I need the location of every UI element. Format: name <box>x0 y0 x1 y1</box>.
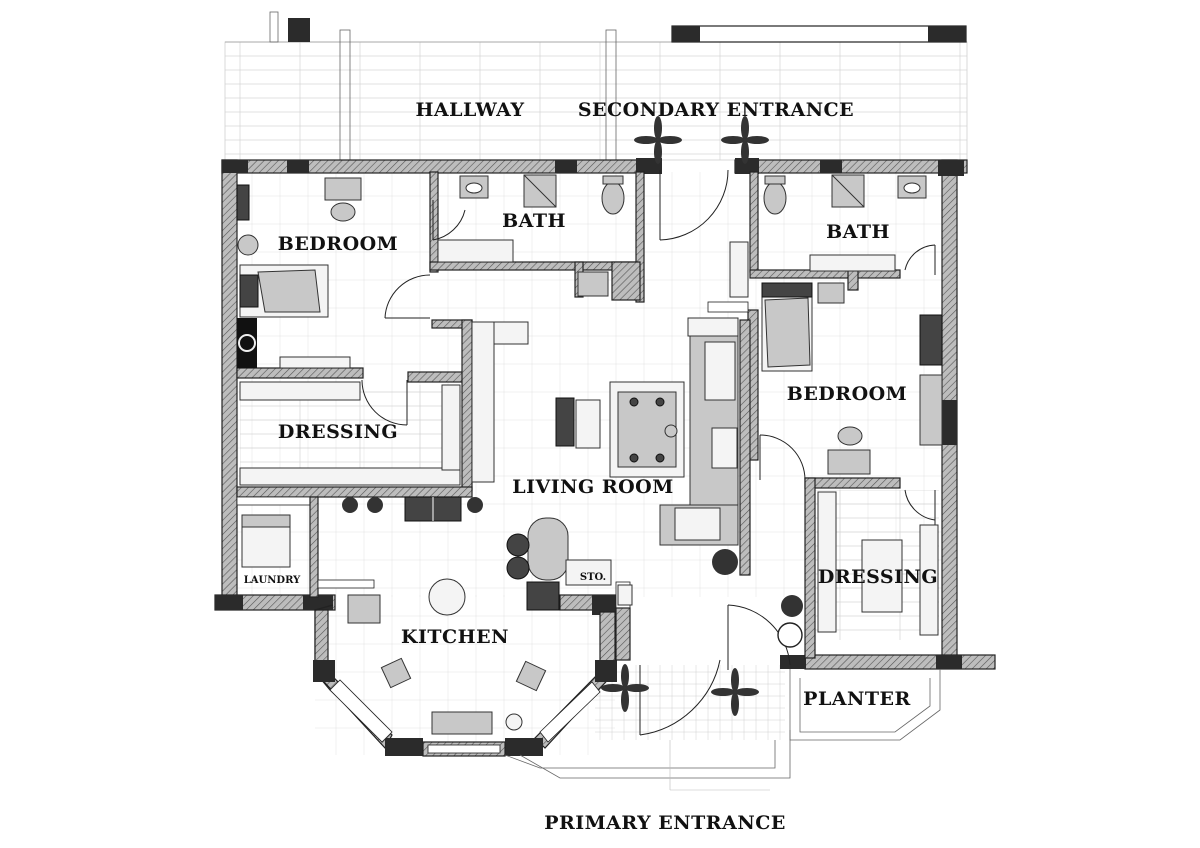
label-hallway: HALLWAY <box>415 99 524 121</box>
kitchen-bay-walls <box>313 604 617 757</box>
label-bath-left: BATH <box>502 210 566 232</box>
living-room-furniture <box>471 317 739 546</box>
label-primary-entrance: PRIMARY ENTRANCE <box>544 812 786 834</box>
bath-right-fixtures <box>729 174 927 298</box>
label-bedroom-left: BEDROOM <box>278 233 398 255</box>
label-bedroom-right: BEDROOM <box>787 383 907 405</box>
doors <box>361 169 936 736</box>
exterior-walls <box>214 158 996 670</box>
label-laundry: LAUNDRY <box>244 575 301 586</box>
bedroom-left-furniture <box>236 177 362 369</box>
label-dressing-right: DRESSING <box>818 566 938 588</box>
room-labels: HALLWAY SECONDARY ENTRANCE BATH BATH BED… <box>244 99 938 834</box>
dressing-left-furniture <box>239 381 461 486</box>
label-dressing-left: DRESSING <box>278 421 398 443</box>
label-storage: STO. <box>580 572 606 583</box>
hallway-area <box>224 11 968 161</box>
dressing-right-furniture <box>817 491 939 636</box>
plants <box>342 116 803 716</box>
bedroom-right-furniture <box>761 282 943 475</box>
label-kitchen: KITCHEN <box>401 626 509 648</box>
bath-left-fixtures <box>437 174 625 297</box>
kitchen-furniture <box>241 496 633 735</box>
label-planter: PLANTER <box>803 688 911 710</box>
label-bath-right: BATH <box>826 221 890 243</box>
exterior-paving-outline <box>504 669 941 791</box>
label-secondary-entrance: SECONDARY ENTRANCE <box>578 99 854 121</box>
label-living-room: LIVING ROOM <box>512 476 674 498</box>
